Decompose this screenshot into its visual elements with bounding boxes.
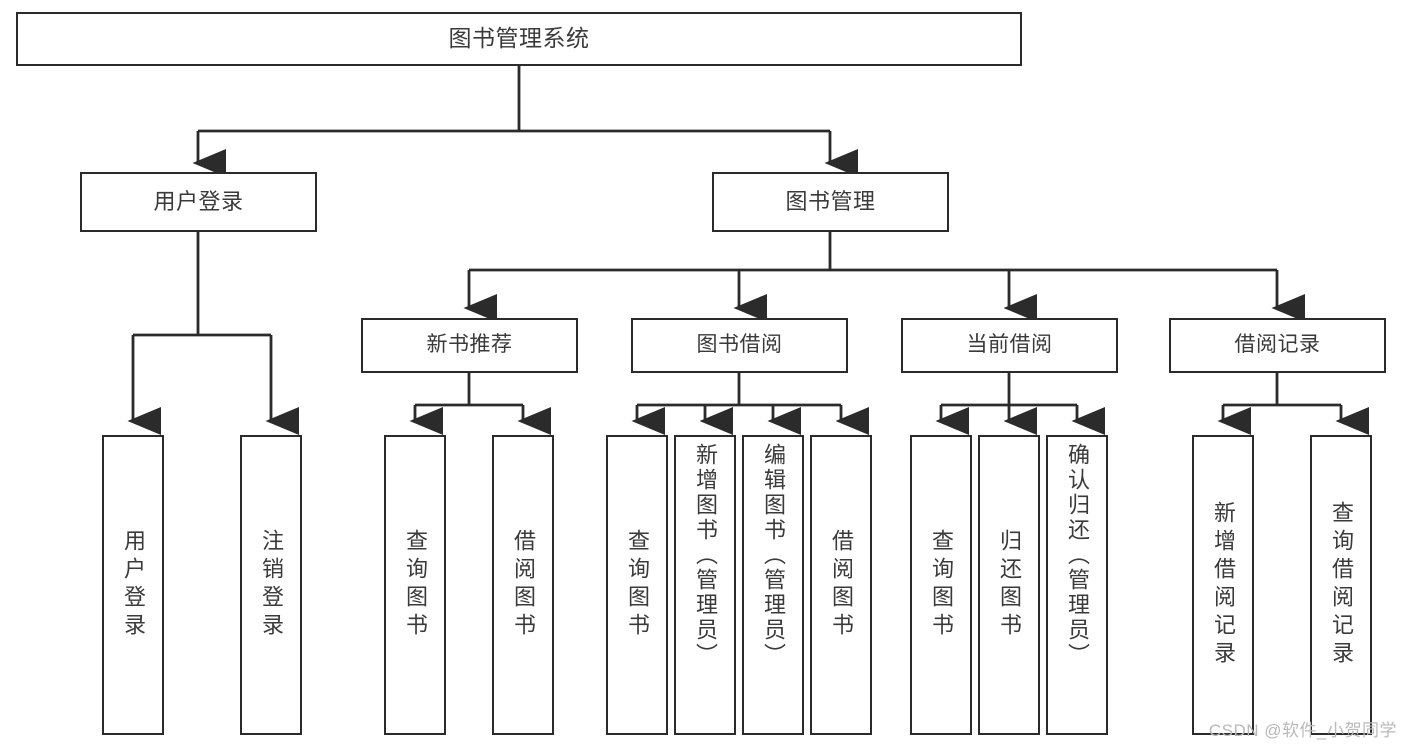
node-label: 图书管理系统 [448,25,590,52]
leaf-query-book-new[interactable]: 查询图书 [384,435,446,735]
node-label: 查询借阅记录 [1329,501,1354,669]
leaf-add-borrow-record[interactable]: 新增借阅记录 [1192,435,1254,735]
leaf-query-borrow-record[interactable]: 查询借阅记录 [1310,435,1372,735]
node-label: 新增借阅记录 [1211,501,1236,669]
node-label: 新增图书（管理员） [693,443,718,668]
node-root-system[interactable]: 图书管理系统 [16,12,1022,66]
node-label: 新书推荐 [426,333,513,357]
node-label: 借阅记录 [1234,333,1321,357]
leaf-user-login[interactable]: 用户登录 [102,435,164,735]
leaf-add-book-admin[interactable]: 新增图书（管理员） [674,435,736,735]
node-label: 编辑图书（管理员） [761,443,786,668]
node-book-management[interactable]: 图书管理 [712,172,949,232]
node-label: 用户登录 [153,189,244,215]
leaf-confirm-return-admin[interactable]: 确认归还（管理员） [1046,435,1108,735]
leaf-user-logout[interactable]: 注销登录 [240,435,302,735]
node-book-borrow[interactable]: 图书借阅 [631,318,848,373]
node-label: 借阅图书 [829,529,854,641]
node-current-borrow[interactable]: 当前借阅 [901,318,1118,373]
watermark-text: CSDN @软件_小贺同学 [1208,721,1397,740]
leaf-borrow-book[interactable]: 借阅图书 [810,435,872,735]
node-new-book-recommend[interactable]: 新书推荐 [361,318,578,373]
node-label: 借阅图书 [511,529,536,641]
node-label: 确认归还（管理员） [1065,443,1090,668]
node-label: 查询图书 [403,529,428,641]
node-label: 图书管理 [785,189,876,215]
node-user-login[interactable]: 用户登录 [80,172,317,232]
node-label: 归还图书 [997,529,1022,641]
node-label: 当前借阅 [966,333,1053,357]
leaf-query-book-borrow[interactable]: 查询图书 [606,435,668,735]
node-label: 查询图书 [929,529,954,641]
leaf-return-book[interactable]: 归还图书 [978,435,1040,735]
node-label: 注销登录 [259,529,284,641]
leaf-edit-book-admin[interactable]: 编辑图书（管理员） [742,435,804,735]
node-label: 用户登录 [121,529,146,641]
node-borrow-record[interactable]: 借阅记录 [1169,318,1386,373]
node-label: 查询图书 [625,529,650,641]
leaf-borrow-book-new[interactable]: 借阅图书 [492,435,554,735]
node-label: 图书借阅 [696,333,783,357]
leaf-query-book-current[interactable]: 查询图书 [910,435,972,735]
